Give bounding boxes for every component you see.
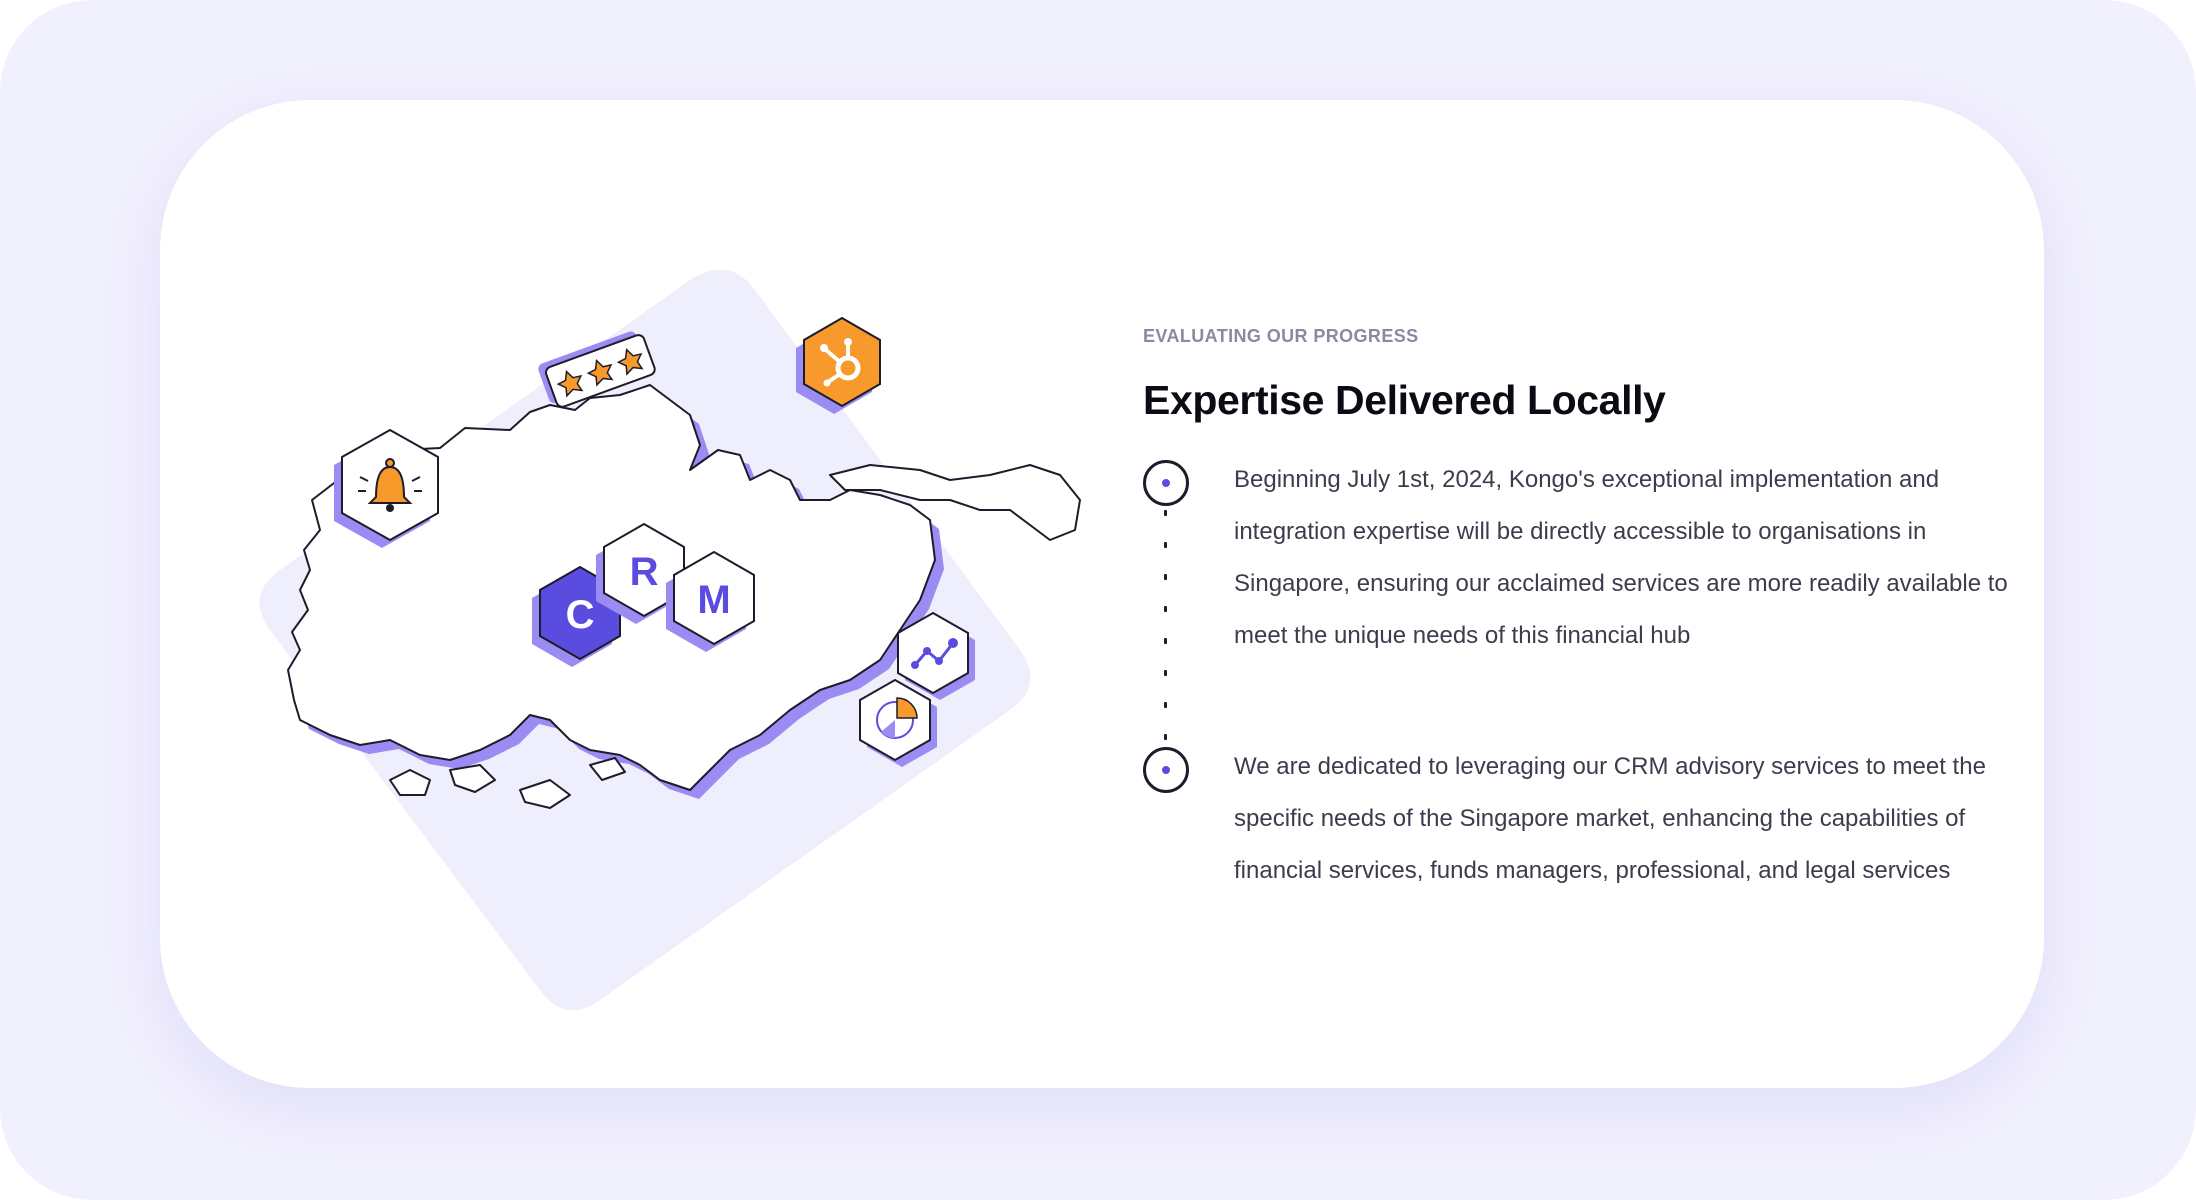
crm-cluster: C R M xyxy=(532,522,755,667)
map-pulau-ubin xyxy=(829,464,1081,541)
singapore-illustration: C R M xyxy=(230,180,1110,1010)
timeline-marker-icon xyxy=(1143,747,1189,793)
section-eyebrow: EVALUATING OUR PROGRESS xyxy=(1143,326,1419,346)
content-column: EVALUATING OUR PROGRESS Expertise Delive… xyxy=(1143,326,2013,884)
timeline-connector xyxy=(1164,510,1168,742)
pie-chart-icon xyxy=(859,678,937,767)
star-rating-icon xyxy=(538,331,656,408)
crm-letter-c: C xyxy=(566,593,595,637)
timeline-text: We are dedicated to leveraging our CRM a… xyxy=(1234,753,1986,884)
hubspot-icon xyxy=(796,316,881,414)
line-chart-icon xyxy=(897,611,975,700)
timeline-text: Beginning July 1st, 2024, Kongo's except… xyxy=(1234,466,2008,649)
timeline-marker-icon xyxy=(1143,460,1189,506)
section-title: Expertise Delivered Locally xyxy=(1143,377,1666,423)
crm-letter-r: R xyxy=(630,550,659,594)
crm-letter-m: M xyxy=(697,578,730,622)
bell-icon xyxy=(334,428,439,548)
